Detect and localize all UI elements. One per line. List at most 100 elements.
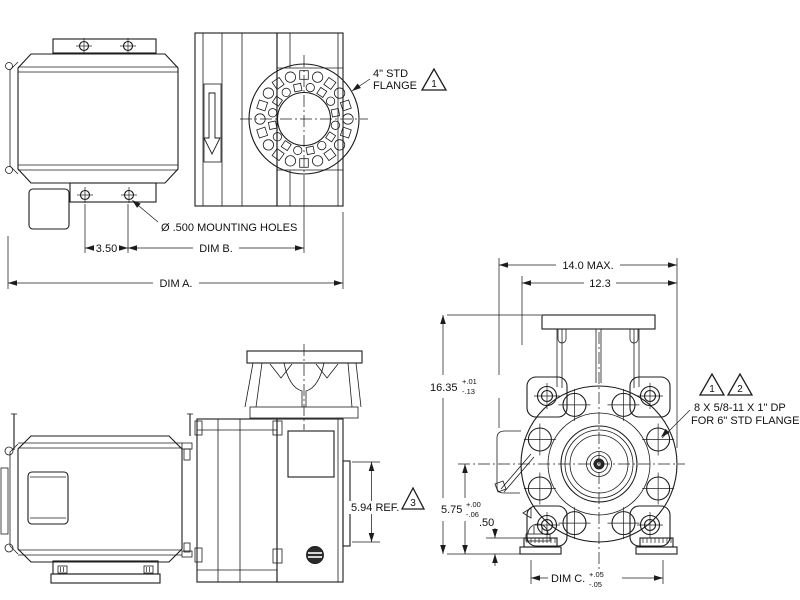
flange-slot-icon [256,126,269,139]
flange-hole-icon [284,71,297,83]
pump-housing-top [276,32,344,207]
dimension-arrow [492,529,498,538]
flag-number: 3 [410,498,416,509]
eye-bolt-icon [4,543,14,553]
dimension-arrow [368,462,375,471]
tolerance-minus: -.06 [466,510,479,519]
dimension-arrow [119,245,128,251]
bolt-note-line2: FOR 6" STD FLANGE [691,415,799,427]
mounting-hole-icon [76,38,92,54]
dimension-arrow [668,280,677,286]
foot-hatch [526,538,672,543]
tapped-hole-icon [523,472,556,505]
flange-slot-icon [271,95,283,107]
casing-window [287,430,335,478]
tapped-hole-icon [607,388,640,421]
motor-end-cap [9,443,19,555]
flange-hole-icon [262,87,275,99]
mounting-hole-icon [77,187,93,203]
flange-hole-icon [272,132,282,142]
flange-slot-icon [323,76,337,90]
rotation-arrow-panel [203,83,222,163]
side-view-drawing [0,344,363,584]
foot-base [519,546,562,555]
dim-label-c: DIM C. [551,573,585,585]
fan-cover-edge [0,467,9,535]
dimension-arrow [462,545,468,554]
lug-bolts-group [534,383,663,538]
tapped-hole-icon [642,472,675,505]
flange-hole-icon [311,71,324,83]
mounting-hole-icon [121,187,137,203]
dim-label-b: DIM B. [199,243,233,255]
junction-box [28,188,70,230]
flange-hole-icon [326,96,336,106]
flange-hole-icon [330,120,340,130]
dimension-arrow [334,280,343,286]
mounting-holes-group [76,38,137,203]
dimension-arrow [8,280,17,286]
eye-bolt-icon [5,62,13,70]
flange-slot-icon [339,126,352,139]
flag-number: 2 [737,384,743,395]
dim-label-spacing: 3.50 [96,243,117,255]
dimension-arrow [368,533,375,542]
dimension-arrow [85,245,94,251]
drain-plug-icon [527,523,549,535]
eye-bolt-icon [4,446,14,456]
top-view-drawing [5,32,368,230]
motor-base-plate [50,573,161,584]
tapped-hole-icon [523,423,556,456]
tolerance-plus: +.05 [589,570,604,579]
flange-funnel [283,362,325,407]
flag-triangle-icon [726,372,754,396]
flange-hole-icon [311,155,324,167]
bolt-icon [181,442,193,450]
terminal-box [27,471,69,525]
tapped-hole-icon [558,388,591,421]
lug-bolt-icon [637,512,663,538]
mounting-hole-icon [120,38,136,54]
adapter-housing [194,32,278,207]
mounting-lug [526,505,568,547]
flange-hole-icon [268,108,278,118]
dimension-arrow [128,245,137,251]
dim-label-foot: .50 [479,517,494,529]
dimension-text-backgrounds [93,243,622,589]
flange-slot-icon [339,99,352,112]
dimension-arrow [522,280,531,286]
flange-hole-icon [262,139,275,151]
flange-note-line1: 4" STD [373,68,408,80]
top-mounting-bracket [52,38,157,54]
dimension-arrow [661,428,670,437]
eye-bolt-icon [5,166,13,174]
flag-number: 1 [431,79,437,90]
flange-slot-icon [267,120,278,130]
flange-hole-icon [317,141,327,151]
dimension-arrow [654,575,663,581]
dimension-arrow [440,545,446,554]
flange-slot-icon [271,148,285,162]
flange-slot-icon [271,76,285,90]
dimension-arrow [492,554,498,563]
tolerance-minus: -.13 [462,387,475,396]
flange-hole-icon [293,145,303,155]
dimension-arrow [499,262,508,268]
annotations: 3.50 DIM B. DIM A. Ø .500 MOUNTING HOLES… [96,67,799,589]
dim-label-ref: 5.94 REF. [351,502,399,514]
rod-end-cap [494,480,507,493]
bolt-icon [181,550,193,558]
flange-slot-icon [316,86,328,98]
flange-slot-icon [256,99,269,112]
dim-label-height: 16.35 [430,382,458,394]
bottom-mounting-bracket [69,182,157,203]
discharge-flange-plate [541,314,656,330]
dim-label-overall-width: 14.0 MAX. [562,260,613,272]
flag-triangle-icon [400,486,426,510]
rotation-arrow-icon [203,92,221,156]
dimension-arrow [668,262,677,268]
dimension-arrow [132,200,141,208]
tolerance-plus: +.00 [466,500,481,509]
